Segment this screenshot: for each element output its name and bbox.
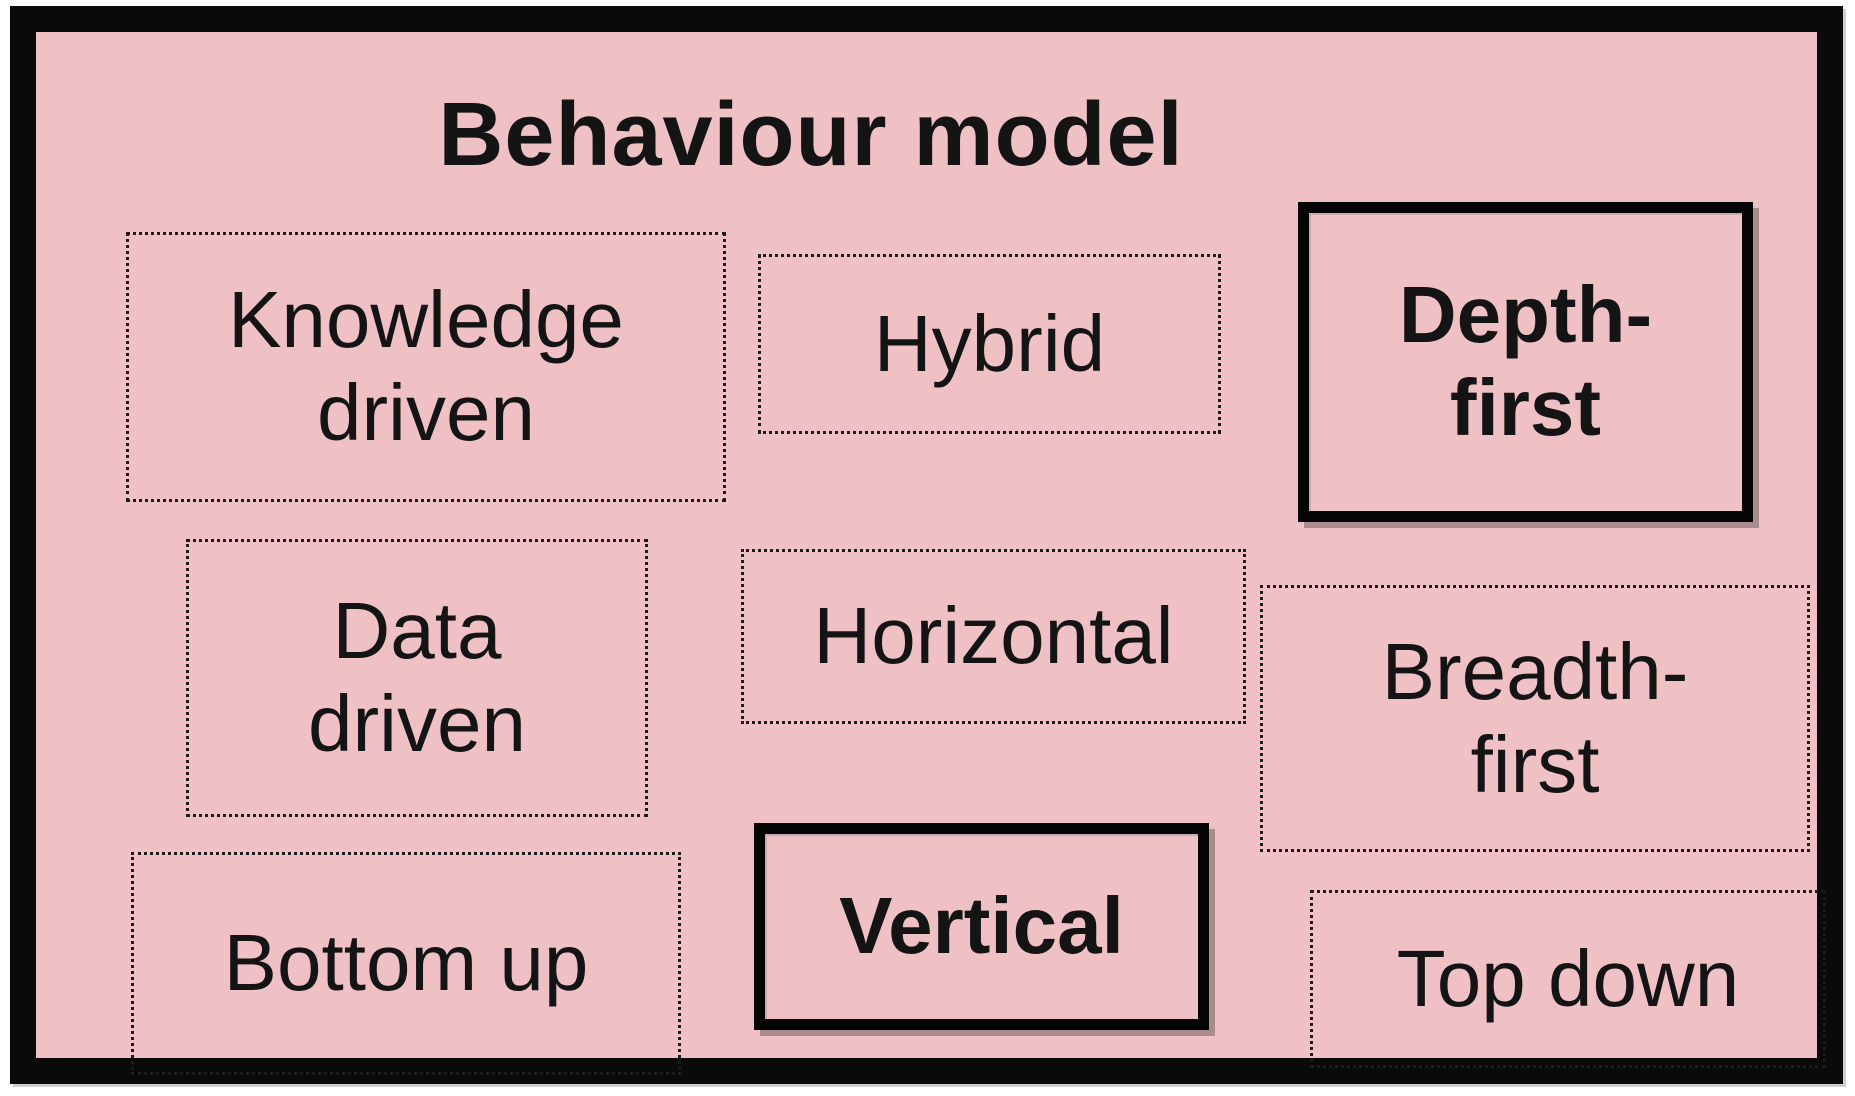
box-depth-first: Depth- first — [1298, 202, 1753, 522]
box-bottom-up: Bottom up — [131, 852, 681, 1075]
box-top-down: Top down — [1310, 890, 1826, 1068]
box-knowledge-driven: Knowledge driven — [126, 232, 726, 502]
box-breadth-first: Breadth- first — [1260, 585, 1810, 852]
box-data-driven: Data driven — [186, 539, 648, 817]
diagram-title: Behaviour model — [438, 85, 1184, 185]
box-vertical: Vertical — [754, 823, 1209, 1030]
diagram-frame: Behaviour model Knowledge driven Hybrid … — [10, 6, 1843, 1084]
box-horizontal: Horizontal — [741, 549, 1246, 724]
box-hybrid: Hybrid — [758, 254, 1221, 434]
